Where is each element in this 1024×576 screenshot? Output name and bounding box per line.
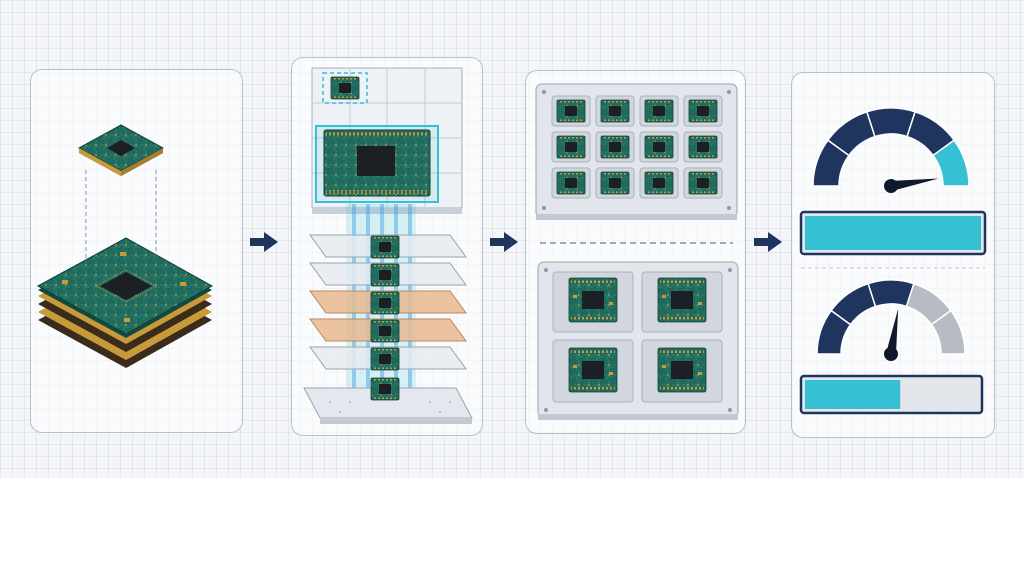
arrow-right-icon <box>754 232 782 252</box>
gauge-needle <box>886 308 899 355</box>
gauge-hub <box>884 179 898 193</box>
gauge-top <box>812 107 970 187</box>
stage-1-panel <box>30 69 243 433</box>
gauge-segment <box>930 309 966 355</box>
gauge-hub <box>884 347 898 361</box>
stacked-board <box>36 237 214 368</box>
progress-bar-bottom <box>799 374 984 415</box>
gauge-needle <box>890 178 939 191</box>
exploded-layers <box>303 234 473 424</box>
gauge-top-needle <box>884 178 939 193</box>
small-module <box>77 124 165 176</box>
highlighted-board <box>323 129 431 197</box>
gauge-segment <box>932 139 970 187</box>
process-illustration <box>36 67 987 424</box>
gauge-bottom <box>816 279 966 355</box>
stage-2-illustration <box>303 67 473 424</box>
arrow-right-icon <box>490 232 518 252</box>
tray-small-parts <box>535 83 738 220</box>
gauge-bottom-needle <box>884 308 899 361</box>
tray-large-parts <box>537 261 739 420</box>
stage-4-illustration <box>799 107 987 415</box>
arrow-right-icon <box>250 232 278 252</box>
progress-bar-top-fill <box>805 216 981 250</box>
progress-bar-top <box>799 210 987 256</box>
stage-3-illustration <box>535 83 739 420</box>
progress-bar-bottom-fill <box>805 380 901 409</box>
stage-1-illustration <box>36 124 214 368</box>
